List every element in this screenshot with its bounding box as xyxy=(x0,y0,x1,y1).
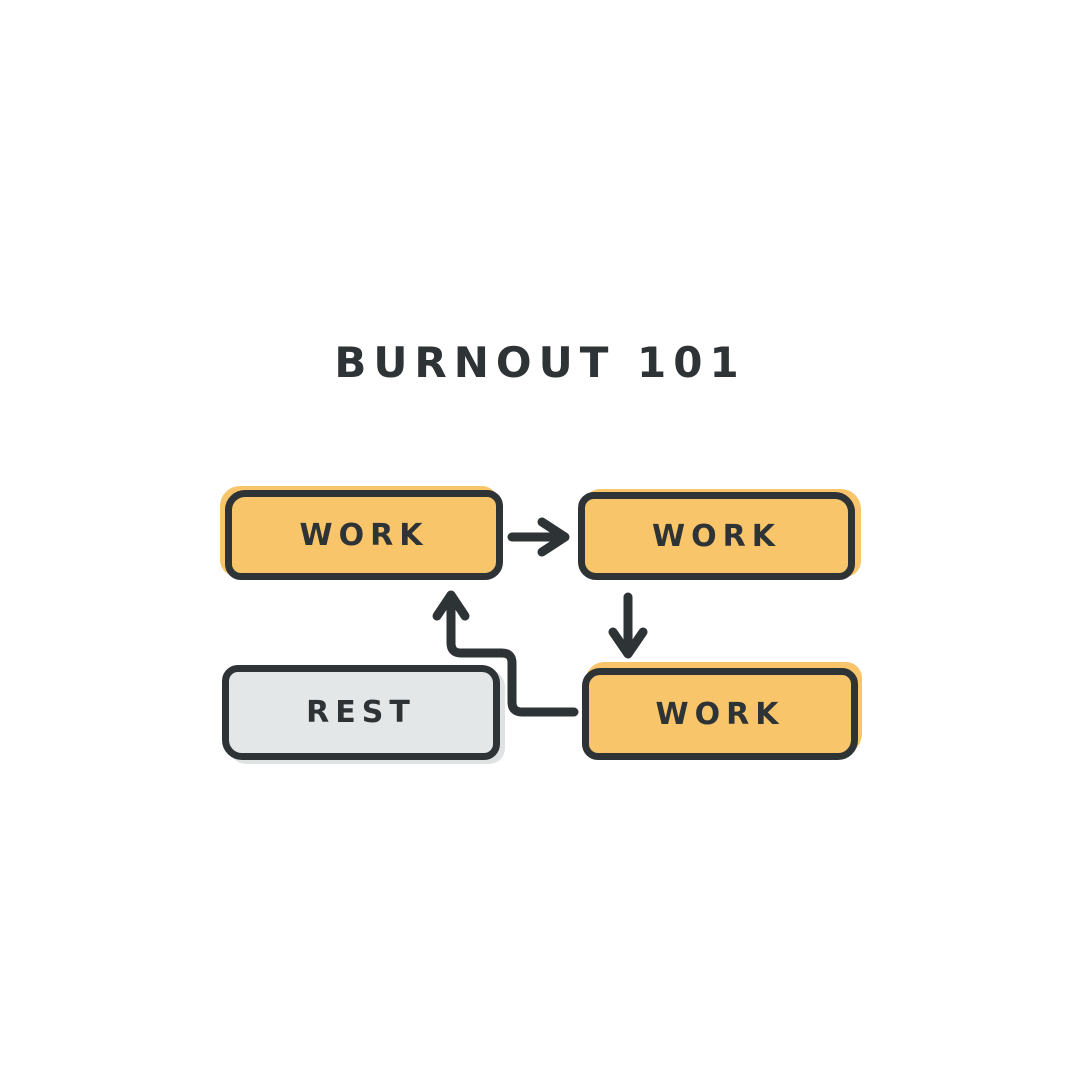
node-work-bottom-right: WORK xyxy=(582,668,858,760)
node-work-top-right: WORK xyxy=(578,492,855,580)
node-label: REST xyxy=(306,695,416,730)
diagram-title: BURNOUT 101 xyxy=(334,338,746,387)
node-label: WORK xyxy=(655,696,785,732)
node-work-top-left: WORK xyxy=(225,490,503,580)
node-label: WORK xyxy=(299,517,429,553)
arrow-down-icon xyxy=(608,592,648,659)
arrow-right-icon xyxy=(507,517,570,557)
node-rest-bottom-left: REST xyxy=(222,665,500,760)
node-label: WORK xyxy=(652,518,781,554)
